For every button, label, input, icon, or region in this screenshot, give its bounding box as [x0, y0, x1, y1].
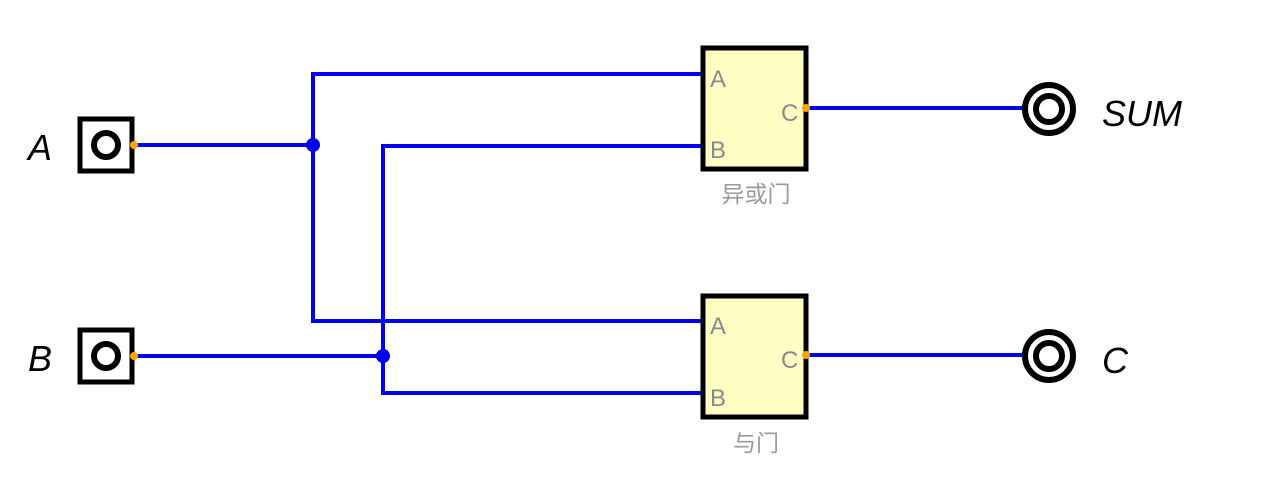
- output-sum-ring-outer[interactable]: [1022, 82, 1076, 136]
- xor-gate-output-pin: [802, 104, 810, 112]
- input-a-box[interactable]: [77, 116, 135, 174]
- and-gate[interactable]: A B C 与门: [700, 293, 810, 457]
- and-gate-output-pin: [802, 351, 810, 359]
- output-sum[interactable]: SUM: [1022, 82, 1182, 136]
- output-carry-ring-inner: [1033, 340, 1065, 372]
- output-carry[interactable]: C: [1022, 329, 1129, 383]
- input-a-pin: [130, 141, 138, 149]
- input-a-knob[interactable]: [91, 130, 121, 160]
- and-gate-pin-a-label: A: [710, 313, 726, 340]
- wire-b-branch-down: [381, 354, 708, 395]
- and-gate-pin-out-label: C: [781, 347, 798, 374]
- xor-gate-pin-out-label: C: [781, 100, 798, 127]
- input-b-knob[interactable]: [91, 341, 121, 371]
- input-b-box[interactable]: [77, 327, 135, 385]
- output-carry-label: C: [1102, 340, 1129, 381]
- wires: [132, 72, 1027, 395]
- input-a-label: A: [26, 127, 52, 168]
- output-carry-ring-outer[interactable]: [1022, 329, 1076, 383]
- xor-gate-pin-b-label: B: [710, 137, 726, 164]
- xor-gate-name: 异或门: [722, 182, 791, 208]
- output-sum-ring-inner: [1033, 93, 1065, 125]
- xor-gate-pin-a-label: A: [710, 66, 726, 93]
- wire-a-branch-down: [311, 143, 708, 323]
- input-b-label: B: [28, 338, 52, 379]
- input-b-pin: [130, 352, 138, 360]
- junction-b: [376, 349, 390, 363]
- junction-a: [306, 138, 320, 152]
- output-sum-label: SUM: [1102, 93, 1182, 134]
- input-a[interactable]: A: [26, 116, 138, 174]
- xor-gate[interactable]: A B C 异或门: [700, 45, 810, 208]
- wire-b-branch-up: [381, 144, 708, 358]
- and-gate-pin-b-label: B: [710, 385, 726, 412]
- wire-a-branch-up: [311, 72, 708, 147]
- input-b[interactable]: B: [28, 327, 138, 385]
- and-gate-name: 与门: [733, 431, 779, 457]
